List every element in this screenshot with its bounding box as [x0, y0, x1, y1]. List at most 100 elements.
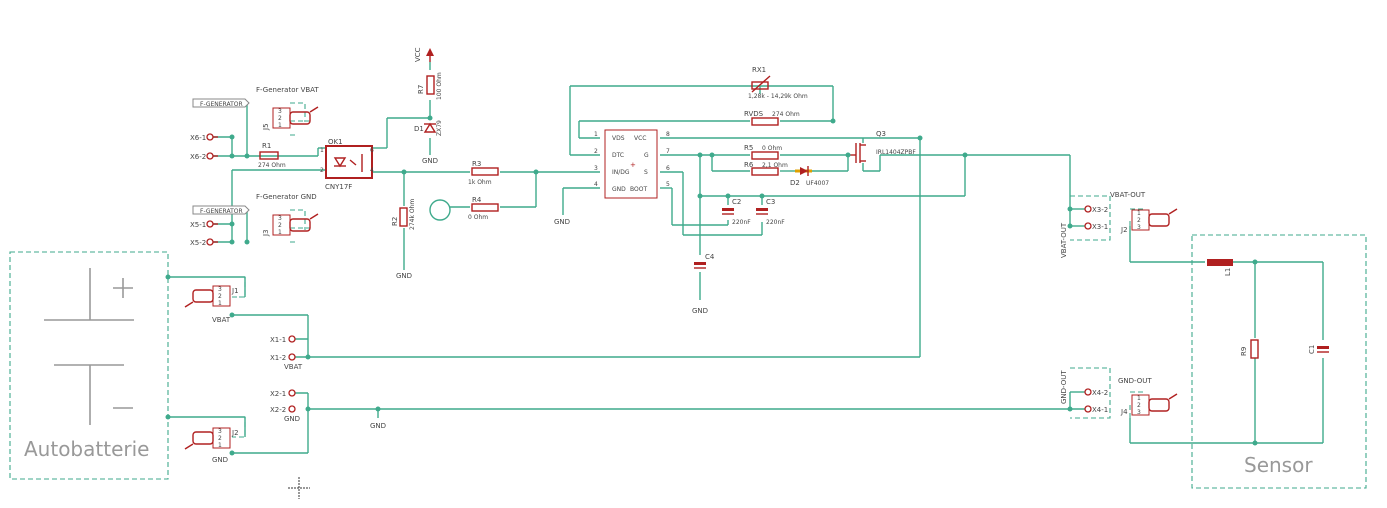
r2-label: R2 [391, 217, 399, 226]
crosshair-cursor-icon [288, 477, 310, 499]
gnd-out-label-v: GND-OUT [1060, 370, 1068, 404]
d1-label: D1 [414, 125, 424, 133]
connector-gnd-out [1131, 393, 1178, 416]
driver-ic [604, 129, 658, 199]
c3-label: C3 [766, 198, 775, 206]
c2-label: C2 [732, 198, 741, 206]
zener-d1 [423, 122, 437, 133]
connector-j5 [272, 106, 319, 129]
j5-pin2: 2 [278, 115, 282, 122]
junctions [165, 115, 1258, 456]
j1-pin1: 1 [218, 300, 222, 307]
l1-label: L1 [1224, 268, 1232, 276]
resistor-r2 [399, 207, 408, 227]
rvds-value: 274 Ohm [772, 111, 800, 118]
terminal-x4-2 [1084, 388, 1092, 396]
ic-pin5: 5 [666, 181, 670, 188]
ic-origin: + [630, 161, 636, 169]
r4-label: R4 [472, 196, 482, 204]
c3-value: 220nF [766, 219, 785, 226]
x3-2-label: X3-2 [1092, 206, 1108, 214]
connector-vbat-out [1131, 208, 1178, 231]
r5-value: 0 Ohm [762, 145, 782, 152]
x1-1-label: X1-1 [270, 336, 286, 344]
gnd-out-label: GND-OUT [1118, 377, 1152, 385]
autobatterie-frame [9, 251, 169, 480]
d2-label: D2 [790, 179, 800, 187]
j1-vbat-label: VBAT [212, 316, 231, 324]
vcc-label: VCC [414, 47, 422, 62]
r9-label: R9 [1240, 347, 1248, 356]
vbat-out-label-v: VBAT-OUT [1060, 222, 1068, 258]
terminal-x6-2 [206, 152, 218, 160]
ic-pin4: 4 [594, 181, 598, 188]
r5-label: R5 [744, 144, 753, 152]
wires [168, 62, 1324, 454]
j2-right-label: J2 [1120, 226, 1128, 234]
j3-pin3: 3 [278, 215, 282, 222]
fgen-flag-gnd-label: F-GENERATOR [200, 208, 243, 215]
j2-gnd-label: GND [212, 456, 228, 464]
j4-label: J4 [1120, 408, 1128, 416]
vbat-out-pin3: 3 [1137, 224, 1141, 231]
resistor-r7 [426, 75, 435, 95]
connector-j1 [184, 285, 231, 308]
r7-value: 100 Ohm [436, 72, 443, 100]
j1-label: J1 [231, 287, 239, 295]
autobatterie-label: Autobatterie [24, 437, 149, 461]
terminal-x1-2 [288, 353, 296, 361]
vcc-symbol [426, 48, 434, 62]
ic-gnd: GND [612, 186, 626, 193]
sensor-frame [1191, 234, 1367, 489]
gnd-label-c4: GND [692, 307, 708, 315]
vbat-label: VBAT [284, 363, 303, 371]
vbat-out-label: VBAT-OUT [1110, 191, 1146, 199]
x4-2-label: X4-2 [1092, 389, 1108, 397]
resistor-rvds [751, 117, 779, 126]
j5-pin3: 3 [278, 108, 282, 115]
r4-value: 0 Ohm [468, 214, 488, 221]
d2-value: UF4007 [806, 180, 829, 187]
x3-1-label: X3-1 [1092, 223, 1108, 231]
ic-s: S [644, 169, 648, 176]
terminal-x1-1 [288, 335, 296, 343]
fgen-flag-vbat [192, 98, 250, 108]
diode-d2 [795, 166, 812, 176]
capacitor-c3 [756, 208, 768, 215]
mosfet-q3 [848, 143, 866, 163]
d1-value: ZX79 [436, 120, 443, 136]
j2-pin2: 2 [218, 435, 222, 442]
capacitor-c4 [694, 262, 706, 269]
x2-gnd-label: GND [284, 415, 300, 423]
fgen-gnd-label: F-Generator GND [256, 193, 317, 201]
r6-value: 2,1 Ohm [762, 162, 788, 169]
terminal-x2-2 [288, 405, 296, 413]
j3-label: J3 [262, 229, 270, 237]
j2-pin1: 1 [218, 442, 222, 449]
sensor-label: Sensor [1244, 453, 1313, 477]
x2-2-label: X2-2 [270, 406, 286, 414]
gnd-out-pin3: 3 [1137, 409, 1141, 416]
x4-1-label: X4-1 [1092, 406, 1108, 414]
ok1-value: CNY17F [325, 183, 352, 191]
fgen-flag-gnd [192, 205, 250, 215]
r1-label: R1 [262, 142, 271, 150]
gnd-out-pin2: 2 [1137, 402, 1141, 409]
signal-source [429, 199, 451, 221]
x6-2-label: X6-2 [190, 153, 206, 161]
ic-pin7: 7 [666, 148, 670, 155]
vbat-out-pin2: 2 [1137, 217, 1141, 224]
r7-label: R7 [417, 85, 425, 94]
resistor-r9 [1250, 339, 1259, 359]
ok1-pin4: 4 [370, 167, 374, 174]
terminal-x5-1 [206, 220, 218, 228]
ic-dtc: DTC [612, 152, 624, 159]
terminal-x3-2 [1084, 205, 1092, 213]
rvds-label: RVDS [744, 110, 764, 118]
fgen-vbat-label: F-Generator VBAT [256, 86, 319, 94]
ic-pin1: 1 [594, 131, 598, 138]
resistor-r1 [259, 151, 279, 160]
potentiometer-rx1 [751, 81, 769, 90]
ok1-label: OK1 [328, 138, 343, 146]
ic-pin8: 8 [666, 131, 670, 138]
